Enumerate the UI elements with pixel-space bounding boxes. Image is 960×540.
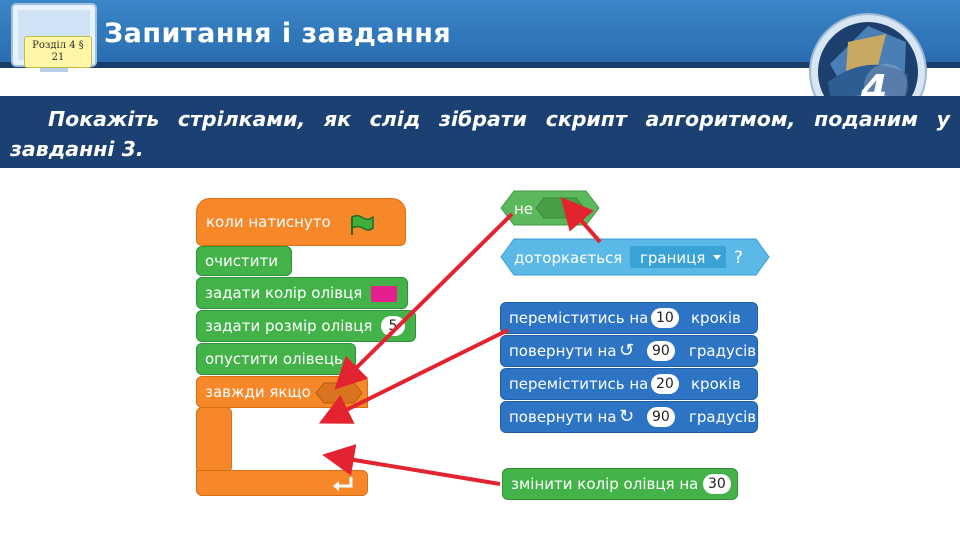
move-10-block[interactable]: переміститись на 10 кроків [500, 302, 758, 334]
when-flag-clicked-block[interactable]: коли натиснуто [196, 198, 406, 246]
section-badge: Розділ 4 § 21 [24, 36, 92, 68]
degrees-label: градусів [689, 408, 757, 426]
turn-degrees-input[interactable]: 90 [647, 407, 675, 427]
header-stripe [0, 62, 960, 68]
turn-left-block[interactable]: повернути на ↺ 90 градусів [500, 335, 758, 367]
question-mark: ? [734, 248, 743, 268]
rotate-left-icon: ↺ [619, 340, 635, 361]
pen-down-label: опустити олівець [205, 350, 343, 368]
motion-stack[interactable]: переміститись на 10 кроків повернути на … [500, 302, 758, 433]
clear-label: очистити [205, 252, 279, 270]
clear-block[interactable]: очистити [196, 246, 292, 276]
forever-if-label: завжди якщо [205, 383, 311, 401]
arrow-not-to-condition [334, 212, 514, 390]
change-pen-color-label: змінити колір олівця на [511, 475, 699, 493]
move-steps-input[interactable]: 20 [651, 374, 679, 394]
when-clicked-label: коли натиснуто [206, 213, 331, 231]
task-text: Покажіть стрілками, як слід зібрати скри… [10, 107, 950, 161]
change-pen-color-block[interactable]: змінити колір олівця на 30 [502, 468, 738, 500]
degrees-label: градусів [689, 342, 757, 360]
set-pen-color-label: задати колір олівця [205, 284, 363, 302]
move-label: переміститись на [509, 309, 649, 327]
arrow-change-color-to-loop [322, 444, 501, 486]
pen-color-swatch[interactable] [371, 286, 397, 302]
turn-label: повернути на [509, 342, 617, 360]
not-label: не [514, 200, 533, 218]
page-title: Запитання і завдання [104, 18, 452, 49]
turn-degrees-input[interactable]: 90 [647, 341, 675, 361]
section-badge-line1: Розділ 4 § [32, 40, 84, 51]
move-steps-input[interactable]: 10 [651, 308, 679, 328]
loop-arrow-icon [333, 477, 353, 491]
pen-size-input[interactable]: 5 [381, 316, 405, 336]
touching-dropdown[interactable] [630, 246, 726, 268]
header-bar-light [0, 0, 960, 62]
green-flag-icon [351, 215, 374, 235]
steps-label: кроків [691, 309, 741, 327]
touching-option: границя [640, 249, 705, 267]
touching-label: доторкається [514, 249, 622, 267]
steps-label: кроків [691, 375, 741, 393]
change-pen-color-input[interactable]: 30 [703, 474, 731, 494]
task-box: Покажіть стрілками, як слід зібрати скри… [0, 96, 960, 168]
rotate-right-icon: ↻ [619, 406, 635, 427]
turn-right-block[interactable]: повернути на ↻ 90 градусів [500, 401, 758, 433]
arrow-motion-to-loop [318, 328, 509, 424]
section-badge-line2: 21 [51, 52, 65, 63]
turn-label: повернути на [509, 408, 617, 426]
move-label: переміститись на [509, 375, 649, 393]
set-pen-size-label: задати розмір олівця [205, 317, 373, 335]
dropdown-arrow-icon [713, 255, 721, 260]
pen-down-block[interactable]: опустити олівець [196, 343, 356, 375]
touching-block[interactable]: доторкається границя ? [500, 238, 770, 276]
move-20-block[interactable]: переміститись на 20 кроків [500, 368, 758, 400]
arrow-touching-to-not [560, 196, 602, 244]
set-pen-size-block[interactable]: задати розмір олівця 5 [196, 310, 416, 342]
set-pen-color-block[interactable]: задати колір олівця [196, 277, 408, 309]
